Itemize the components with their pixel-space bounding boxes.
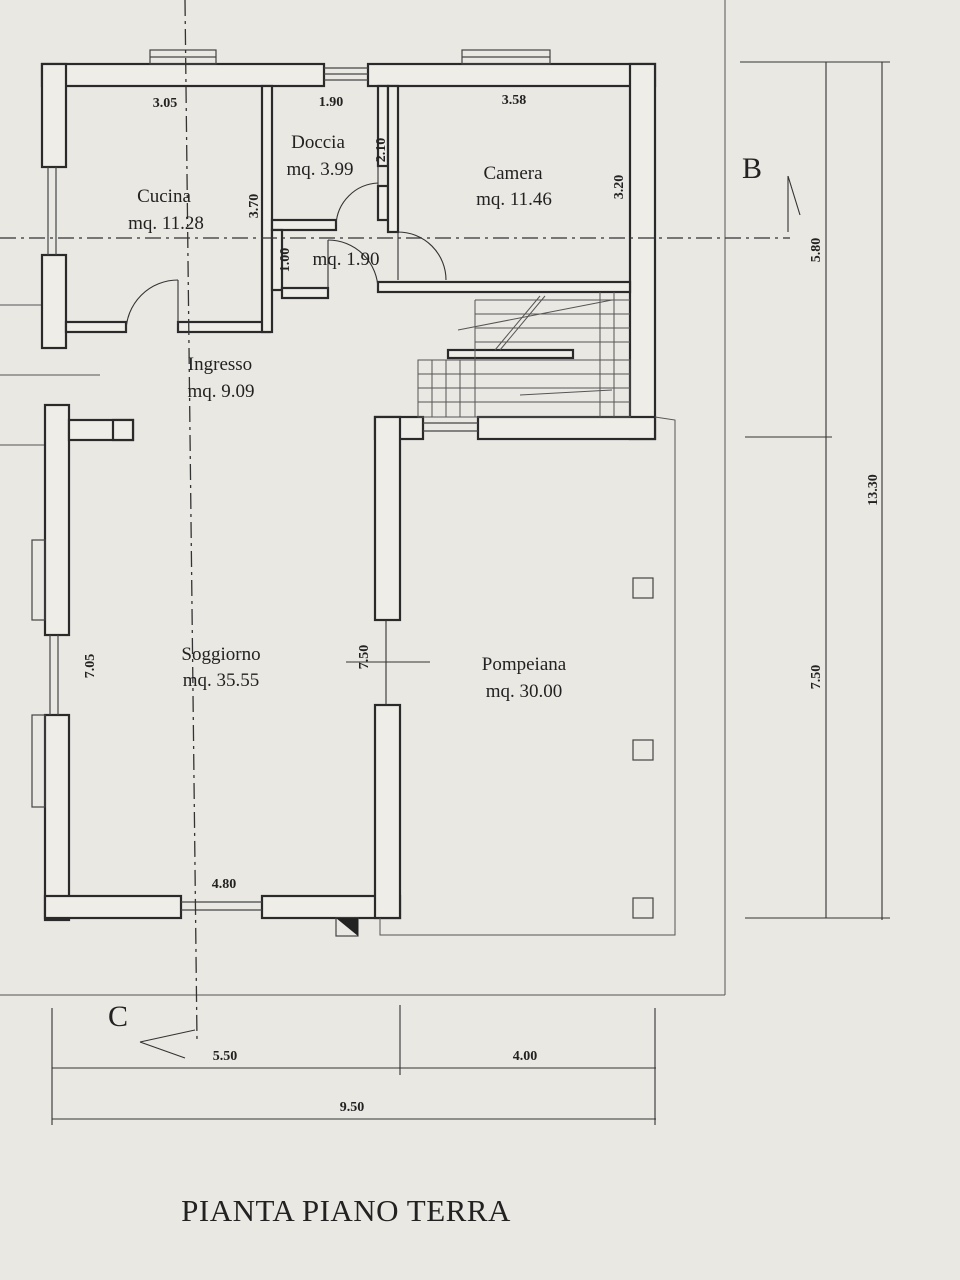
dim-cucina-depth: 3.70 — [247, 194, 262, 219]
dim-right-bottom: 7.50 — [809, 665, 824, 690]
pergola — [335, 416, 676, 937]
section-mark-b: B — [742, 152, 762, 185]
dim-camera-depth: 3.20 — [612, 175, 627, 200]
room-name-pompeiana: Pompeiana — [482, 654, 567, 675]
dim-bottom-total: 9.50 — [340, 1100, 365, 1115]
dim-soggiorno-width: 4.80 — [212, 877, 237, 892]
room-name-ingresso: Ingresso — [188, 354, 252, 375]
dim-right-top: 5.80 — [809, 238, 824, 263]
section-axes — [0, 0, 801, 1059]
dim-doccia-depth: 2.10 — [374, 138, 389, 163]
dim-cucina-width: 3.05 — [153, 96, 178, 111]
dim-bottom-right: 4.00 — [513, 1049, 538, 1064]
room-area-pompeiana: mq. 30.00 — [486, 681, 563, 702]
plan-title: PIANTA PIANO TERRA — [181, 1193, 511, 1228]
section-mark-c: C — [108, 1000, 128, 1033]
walls — [40, 62, 657, 922]
dim-right-total: 13.30 — [866, 474, 881, 506]
room-area-cucina: mq. 11.28 — [128, 213, 204, 234]
dimension-lines — [51, 61, 890, 1125]
room-labels: Cucina mq. 11.28 Doccia mq. 3.99 Camera … — [128, 132, 567, 702]
room-name-doccia: Doccia — [291, 132, 345, 153]
sheet-frame — [0, 0, 726, 996]
windows — [31, 49, 551, 911]
dimension-labels: 3.05 1.90 3.58 2.10 3.70 3.20 1.00 7.05 … — [83, 93, 881, 1115]
room-area-soggiorno: mq. 35.55 — [183, 670, 260, 691]
room-area-doccia: mq. 3.99 — [286, 159, 353, 180]
dim-bottom-left: 5.50 — [213, 1049, 238, 1064]
room-name-cucina: Cucina — [137, 186, 191, 207]
room-name-soggiorno: Soggiorno — [181, 644, 260, 665]
doors — [125, 166, 447, 705]
room-area-camera: mq. 11.46 — [476, 189, 552, 210]
staircase — [417, 292, 631, 418]
room-area-ingresso: mq. 9.09 — [187, 381, 254, 402]
dim-doccia-width: 1.90 — [319, 95, 344, 110]
dim-camera-width: 3.58 — [502, 93, 527, 108]
room-name-camera: Camera — [483, 163, 543, 184]
dim-soggiorno-depth: 7.05 — [83, 654, 98, 679]
room-area-small: mq. 1.90 — [312, 249, 379, 270]
dim-small-room-depth: 1.00 — [278, 248, 293, 273]
dim-pompeiana-depth: 7.50 — [357, 645, 372, 670]
